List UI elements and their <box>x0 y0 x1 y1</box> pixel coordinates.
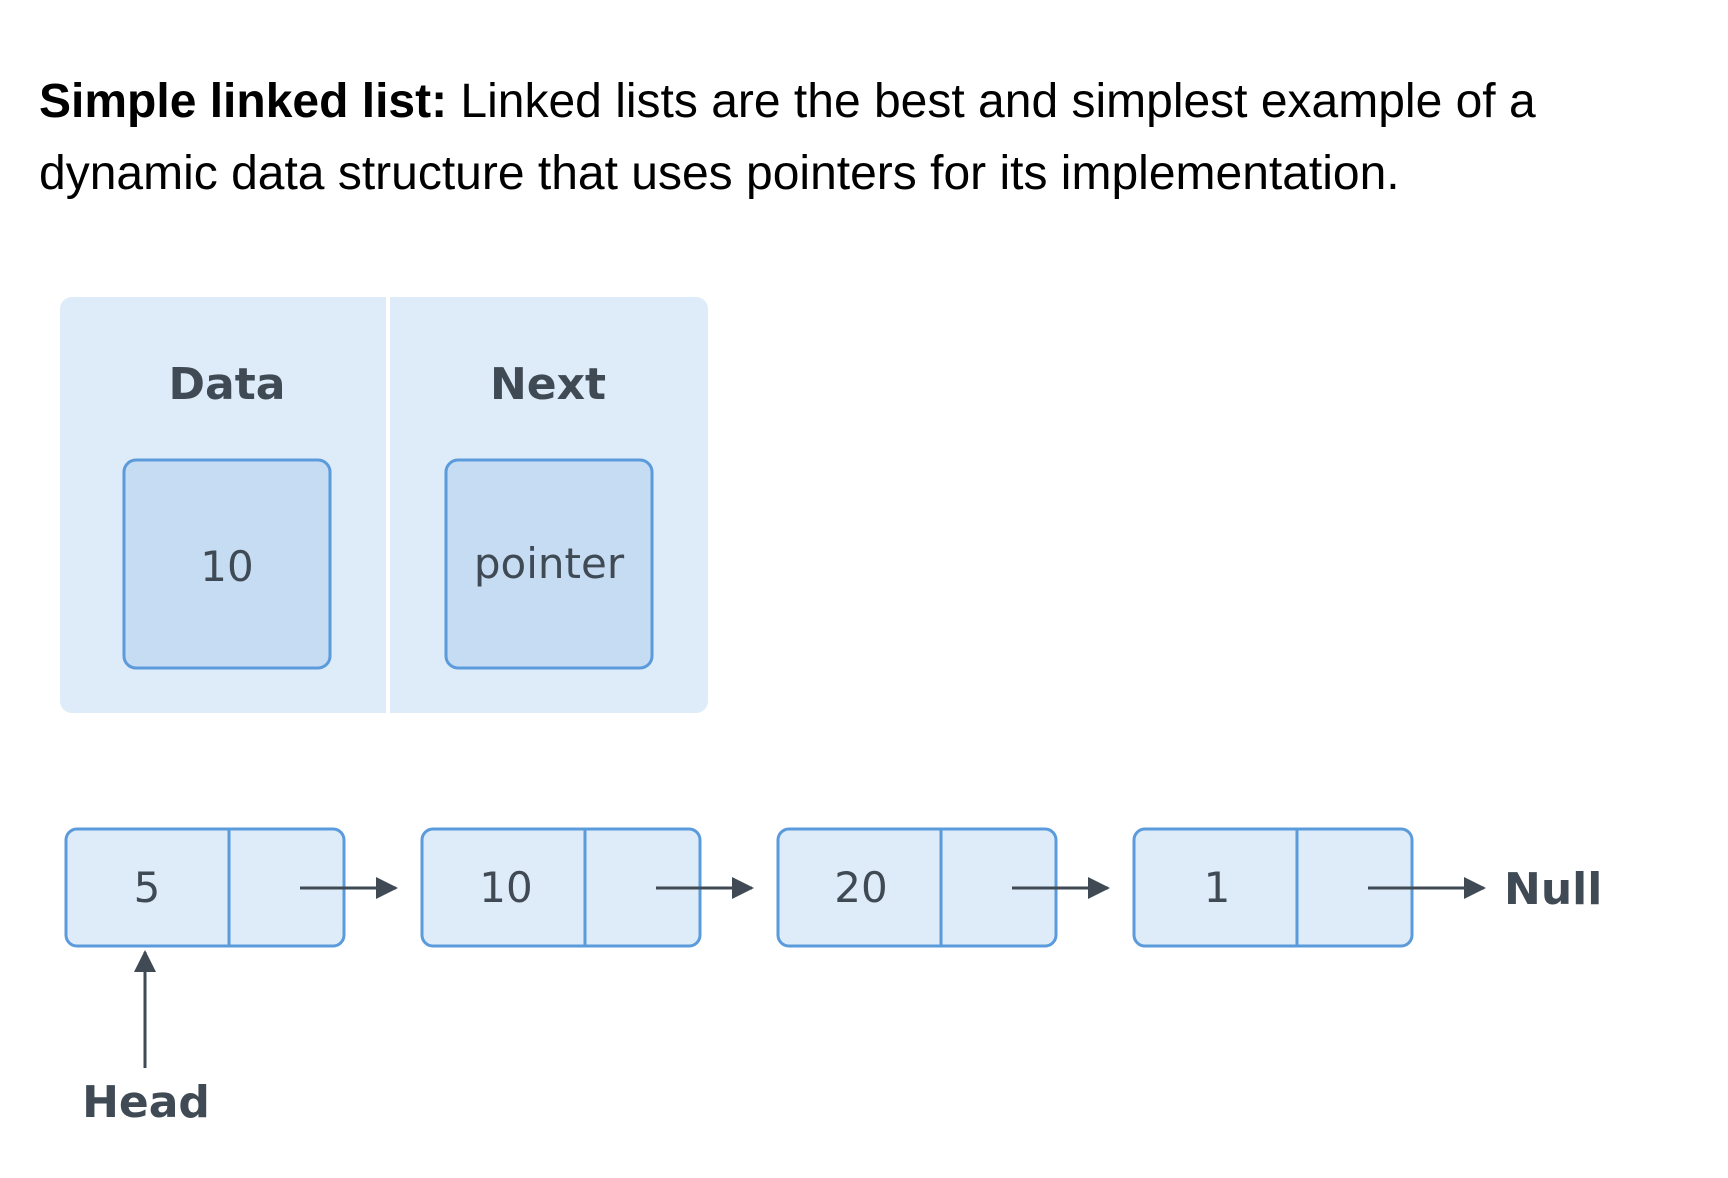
list-node: 20 <box>776 827 1058 948</box>
list-node: 5 <box>64 827 346 948</box>
linked-list-chain: 5 10 20 1 Null Head <box>64 827 1602 1128</box>
list-node-value: 1 <box>1204 863 1231 912</box>
list-node-value: 20 <box>834 863 887 912</box>
list-node-value: 10 <box>479 863 532 912</box>
next-field-label: Next <box>490 359 606 410</box>
list-node: 10 <box>420 827 702 948</box>
list-node-value: 5 <box>134 863 161 912</box>
next-value: pointer <box>474 539 625 588</box>
description-text: Linked lists are the best and simplest e… <box>39 75 1536 200</box>
data-value: 10 <box>200 542 253 591</box>
list-node: 1 <box>1132 827 1414 948</box>
next-value-box <box>444 458 654 670</box>
data-value-box <box>122 458 332 670</box>
null-label: Null <box>1504 864 1602 915</box>
data-field-label: Data <box>169 359 286 410</box>
description: Simple linked list: Linked lists are the… <box>39 66 1709 210</box>
head-label: Head <box>82 1077 210 1128</box>
node-anatomy: Data Next 10 pointer <box>60 297 708 713</box>
description-lead: Simple linked list: <box>39 75 448 128</box>
